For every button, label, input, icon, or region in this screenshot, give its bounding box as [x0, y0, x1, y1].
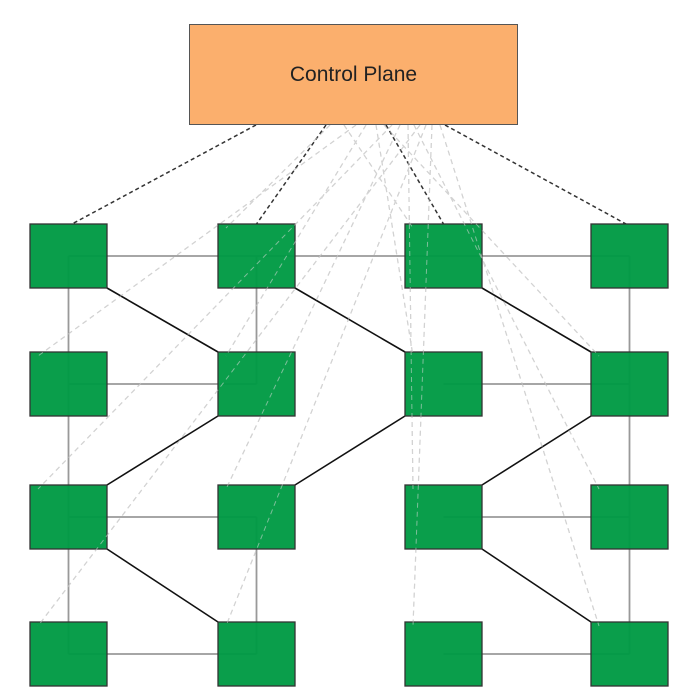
switch-node-n13 — [590, 351, 669, 417]
faint-control-link-overlay — [37, 124, 421, 627]
faint-control-link-overlay — [375, 124, 414, 357]
diagonal-link — [106, 548, 219, 623]
diagonal-link — [481, 415, 592, 486]
control-link — [255, 124, 327, 225]
control-plane-box: Control Plane — [189, 24, 518, 125]
faint-control-link-overlay — [412, 124, 433, 627]
faint-control-link-overlay — [225, 124, 367, 357]
faint-control-link-overlay — [37, 124, 393, 490]
switch-node-n23 — [590, 484, 669, 550]
switch-node-n03 — [590, 223, 669, 289]
control-link — [444, 124, 627, 225]
switch-node-n30 — [29, 621, 108, 687]
diagonal-link — [106, 287, 219, 353]
control-link — [71, 124, 257, 225]
switch-node-n20 — [29, 484, 108, 550]
faint-control-link-overlay — [407, 124, 414, 490]
switch-node-n01 — [217, 223, 296, 289]
switch-node-n02 — [404, 223, 483, 289]
faint-control-link-overlay — [439, 124, 600, 627]
switch-node-n33 — [590, 621, 669, 687]
switch-node-n11 — [217, 351, 296, 417]
switch-node-n10 — [29, 351, 108, 417]
faint-control-link-overlay — [383, 124, 600, 357]
diagonal-link — [106, 415, 219, 486]
diagonal-link — [294, 415, 406, 486]
control-plane-label: Control Plane — [289, 62, 418, 86]
faint-control-link-overlay — [343, 124, 414, 229]
control-link — [385, 124, 445, 225]
faint-control-link-overlay — [413, 124, 600, 490]
faint-control-link-overlay — [225, 124, 401, 490]
faint-control-link-overlay — [37, 124, 357, 357]
diagonal-link — [481, 287, 592, 353]
diagonal-link — [294, 287, 406, 353]
diagonal-link — [481, 548, 592, 623]
faint-control-link-overlay — [225, 124, 331, 229]
switch-node-n12 — [404, 351, 483, 417]
switch-node-n21 — [217, 484, 296, 550]
switch-node-n32 — [404, 621, 483, 687]
switch-node-n31 — [217, 621, 296, 687]
switch-node-n00 — [29, 223, 108, 289]
